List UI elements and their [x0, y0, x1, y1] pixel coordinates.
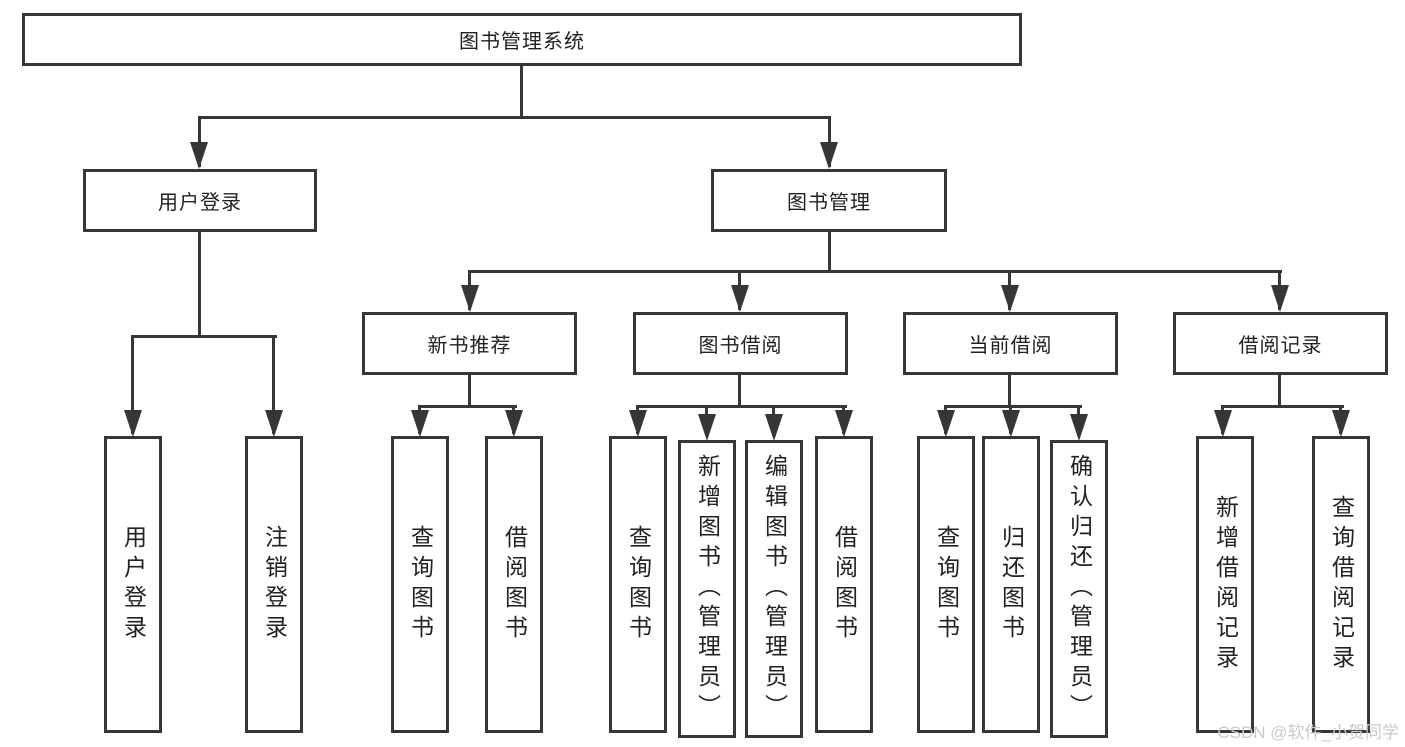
arrowhead — [1001, 285, 1019, 312]
connector-stem — [1278, 375, 1281, 407]
node-root: 图书管理系统 — [22, 13, 1022, 66]
leaf-label: 查询图书 — [625, 524, 652, 645]
arrowhead — [820, 142, 838, 169]
leaf-label: 借阅图书 — [501, 524, 528, 645]
leaf-label: 用户登录 — [120, 524, 147, 645]
leaf-label: 借阅图书 — [831, 524, 858, 645]
node-book-borrow-label: 图书借阅 — [698, 335, 783, 357]
leaf-label: 查询图书 — [407, 524, 434, 645]
connector-l3-hline — [468, 270, 1282, 273]
connector-hline — [944, 405, 1082, 408]
arrowhead — [1332, 410, 1350, 437]
leaf-query-books-2: 查询图书 — [609, 436, 667, 733]
connector-stem — [468, 375, 471, 407]
connector-drop — [131, 336, 134, 434]
arrowhead — [505, 410, 523, 437]
arrowhead — [1002, 410, 1020, 437]
arrowhead — [1070, 414, 1088, 441]
node-current-borrow-label: 当前借阅 — [968, 335, 1053, 357]
connector-hline — [636, 405, 847, 408]
node-current-borrow: 当前借阅 — [903, 312, 1118, 375]
node-new-book-recommend-label: 新书推荐 — [427, 335, 512, 357]
node-book-management: 图书管理 — [711, 169, 947, 232]
csdn-watermark: CSDN @软件_小贺同学 — [1217, 723, 1399, 742]
leaf-query-books-3: 查询图书 — [917, 436, 975, 733]
leaf-add-books-admin: 新增图书（管理员） — [678, 440, 736, 738]
node-borrow-records-label: 借阅记录 — [1238, 335, 1323, 357]
leaf-logout: 注销登录 — [245, 436, 303, 733]
leaf-label: 查询借阅记录 — [1328, 494, 1355, 675]
node-book-borrow: 图书借阅 — [633, 312, 848, 375]
arrowhead — [124, 410, 142, 437]
arrowhead — [629, 410, 647, 437]
arrowhead — [461, 285, 479, 312]
connector-drop — [272, 336, 275, 434]
node-new-book-recommend: 新书推荐 — [362, 312, 577, 375]
leaf-label: 确认归还（管理员） — [1066, 454, 1093, 724]
arrowhead — [731, 285, 749, 312]
connector-stem — [738, 375, 741, 407]
node-book-management-label: 图书管理 — [787, 192, 871, 214]
arrowhead — [835, 410, 853, 437]
node-user-login-label: 用户登录 — [158, 192, 242, 214]
arrowhead — [265, 410, 283, 437]
node-root-label: 图书管理系统 — [459, 31, 585, 53]
leaf-return-books: 归还图书 — [982, 436, 1040, 733]
arrowhead — [698, 414, 716, 441]
connector-hline — [418, 405, 517, 408]
connector-root-stem — [520, 66, 523, 118]
leaf-query-books-1: 查询图书 — [391, 436, 449, 733]
connector-user-login-hline — [131, 335, 277, 338]
leaf-edit-books-admin: 编辑图书（管理员） — [745, 440, 803, 738]
leaf-query-borrow-record: 查询借阅记录 — [1312, 436, 1370, 733]
arrowhead — [411, 410, 429, 437]
node-user-login: 用户登录 — [83, 169, 317, 232]
arrowhead — [190, 142, 208, 169]
leaf-label: 注销登录 — [261, 524, 288, 645]
connector-hline — [1221, 405, 1344, 408]
connector-l2-hline — [198, 116, 831, 119]
arrowhead — [765, 414, 783, 441]
leaf-label: 新增图书（管理员） — [694, 454, 721, 724]
leaf-user-login: 用户登录 — [104, 436, 162, 733]
connector-stem — [1008, 375, 1011, 407]
connector-book-mgmt-stem — [828, 232, 831, 272]
leaf-add-borrow-record: 新增借阅记录 — [1196, 436, 1254, 733]
arrowhead — [937, 410, 955, 437]
leaf-label: 查询图书 — [933, 524, 960, 645]
arrowhead — [1214, 410, 1232, 437]
leaf-borrow-books-1: 借阅图书 — [485, 436, 543, 733]
connector-user-login-stem — [198, 232, 201, 337]
leaf-label: 编辑图书（管理员） — [761, 454, 788, 724]
leaf-confirm-return-admin: 确认归还（管理员） — [1050, 440, 1108, 738]
arrowhead — [1271, 285, 1289, 312]
node-borrow-records: 借阅记录 — [1173, 312, 1388, 375]
leaf-label: 归还图书 — [998, 524, 1025, 645]
leaf-borrow-books-2: 借阅图书 — [815, 436, 873, 733]
leaf-label: 新增借阅记录 — [1212, 494, 1239, 675]
